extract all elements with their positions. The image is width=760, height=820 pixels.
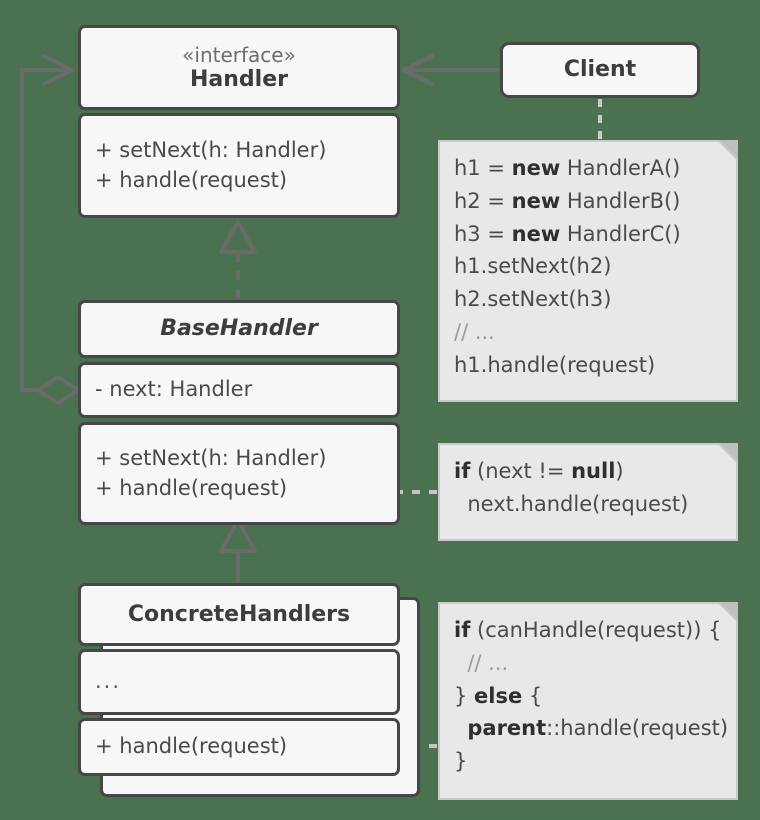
concretehandlers-operation-handle: + handle(request) [95,734,288,759]
class-handler-operations[interactable]: + setNext(h: Handler) + handle(request) [78,113,400,218]
class-concretehandlers-attributes[interactable]: ... [78,649,400,715]
connector-client-to-handler [402,54,500,86]
note-fold-icon [712,443,738,469]
note-code-line: if (canHandle(request)) { [454,618,722,642]
class-client[interactable]: Client [500,42,700,98]
class-basehandler-attributes[interactable]: - next: Handler [78,362,400,418]
basehandler-class-name: BaseHandler [160,316,318,342]
basehandler-operation-handle: + handle(request) [95,475,288,500]
class-basehandler-operations[interactable]: + setNext(h: Handler) + handle(request) [78,422,400,525]
note-concrete-handle-code-body: if (canHandle(request)) { // ... } else {… [454,614,729,778]
connector-next-aggregation [20,54,80,405]
connector-generalization-basehandler [219,518,257,585]
note-concrete-handle-code: if (canHandle(request)) { // ... } else {… [438,602,738,800]
connector-realization-handler [219,220,257,298]
note-fold-icon [712,140,738,166]
class-concretehandlers-title[interactable]: ConcreteHandlers [78,583,400,646]
note-client-code-body: h1 = new HandlerA() h2 = new HandlerB() h3… [454,152,722,381]
note-code-line: h1 = new HandlerA() [454,156,681,180]
note-code-line: h1.handle(request) [454,352,656,377]
note-code-line: parent::handle(request) [467,716,729,741]
handler-operation-setnext: + setNext(h: Handler) [95,137,327,162]
note-fold-icon [712,602,738,628]
note-code-line: h3 = new HandlerC() [454,221,681,246]
class-handler-title[interactable]: «interface» Handler [78,25,400,110]
note-code-line: if (next != null) [454,459,624,483]
note-code-line: } [454,749,468,773]
basehandler-field-next: - next: Handler [95,377,253,402]
concretehandlers-class-name: ConcreteHandlers [127,601,351,627]
class-basehandler-title[interactable]: BaseHandler [78,300,400,358]
handler-operation-handle: + handle(request) [95,167,288,192]
note-base-handle-code: if (next != null) next.handle(request) [438,443,738,541]
note-base-handle-code-body: if (next != null) next.handle(request) [454,455,722,521]
note-code-line: // ... [454,650,509,675]
class-concretehandlers-operations[interactable]: + handle(request) [78,718,400,776]
note-code-line: next.handle(request) [454,491,689,516]
handler-class-name: Handler [190,66,288,92]
basehandler-operation-setnext: + setNext(h: Handler) [95,445,327,470]
handler-stereotype: «interface» [182,42,296,67]
note-code-line: // ... [454,319,495,344]
note-client-code: h1 = new HandlerA() h2 = new HandlerB() h3… [438,140,738,402]
note-code-line: h2.setNext(h3) [454,287,612,311]
note-code-line: } else { [454,683,543,708]
client-class-name: Client [563,57,637,83]
note-code-line: h1.setNext(h2) [454,254,612,279]
concretehandlers-field-ellipsis: ... [95,669,122,694]
note-code-line: h2 = new HandlerB() [454,188,681,213]
